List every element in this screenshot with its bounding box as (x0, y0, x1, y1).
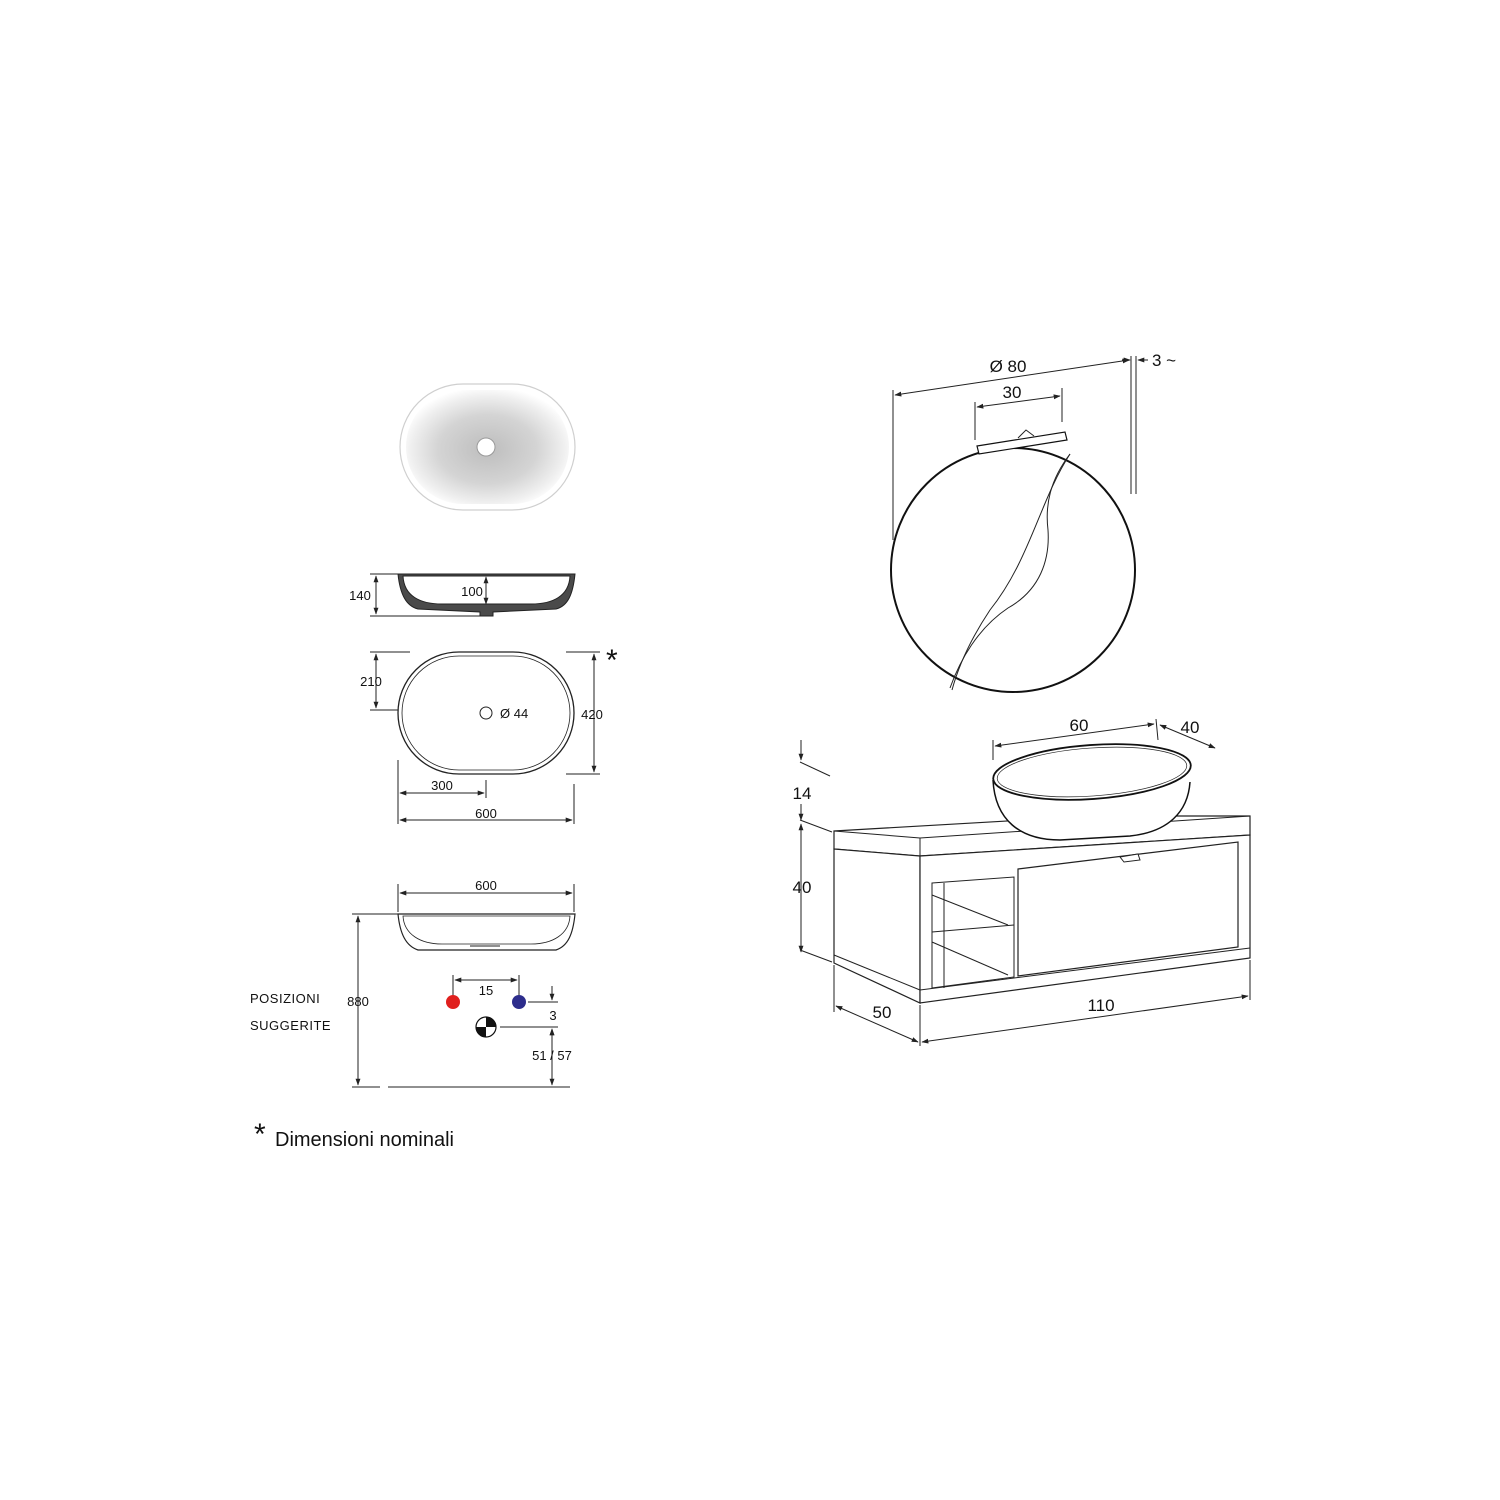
round-mirror (890, 447, 1136, 693)
hot-water-tap (446, 995, 460, 1009)
width-label: 600 (475, 806, 497, 821)
drain-diameter-label: Ø 44 (500, 706, 528, 721)
nominal-marker: * (606, 644, 618, 677)
install-height-label: 880 (347, 994, 369, 1009)
cold-water-tap (512, 995, 526, 1009)
basin-depth-label: 40 (1181, 718, 1200, 737)
suggested-positions-line2: SUGGERITE (250, 1018, 331, 1033)
basin-height-label: 14 (793, 784, 812, 803)
install-width-label: 600 (475, 878, 497, 893)
half-width-label: 300 (431, 778, 453, 793)
footnote: * Dimensioni nominali (254, 1118, 454, 1151)
half-depth-label: 210 (360, 674, 382, 689)
drain-circle (479, 706, 493, 720)
basin-top-render (399, 383, 576, 511)
drawer-front (1017, 841, 1239, 977)
vessel-basin (992, 743, 1192, 841)
basin-width-label: 60 (1070, 716, 1089, 735)
offset-label: 3 (549, 1008, 556, 1023)
mirror-diameter-label: Ø 80 (990, 357, 1027, 376)
mirror-depth-label: 3 ~ (1152, 351, 1176, 370)
mirror-assembly: Ø 80 3 ~ 30 (890, 351, 1176, 693)
drawer-handle (1119, 853, 1141, 863)
lamp-width-label: 30 (1003, 383, 1022, 402)
footnote-marker: * (254, 1118, 266, 1151)
basin-plan-view: Ø 44 210 420 300 600 * (360, 644, 618, 824)
basin-installation-view: 600 880 15 3 51 / 57 POSIZIONI SUGG (250, 878, 576, 1088)
tap-spacing-label: 15 (479, 983, 493, 998)
depth-label: 420 (581, 707, 603, 722)
footnote-text: Dimensioni nominali (275, 1129, 454, 1151)
waste-height-label: 51 / 57 (532, 1048, 572, 1063)
basin-height-label: 140 (349, 588, 371, 603)
basin-section-view: 140 100 (349, 573, 576, 617)
cabinet-depth-label: 50 (873, 1003, 892, 1022)
waste-symbol (475, 1016, 497, 1038)
drain-hole (476, 437, 496, 457)
vanity-cabinet (833, 815, 1251, 1004)
basin-depth-label: 100 (461, 584, 483, 599)
suggested-positions-line1: POSIZIONI (250, 991, 320, 1006)
cabinet-width-label: 110 (1087, 996, 1114, 1015)
mirror-lamp (976, 429, 1068, 455)
furniture-dimensions: 60 40 14 40 50 110 (793, 716, 1251, 1046)
cabinet-height-label: 40 (793, 878, 812, 897)
